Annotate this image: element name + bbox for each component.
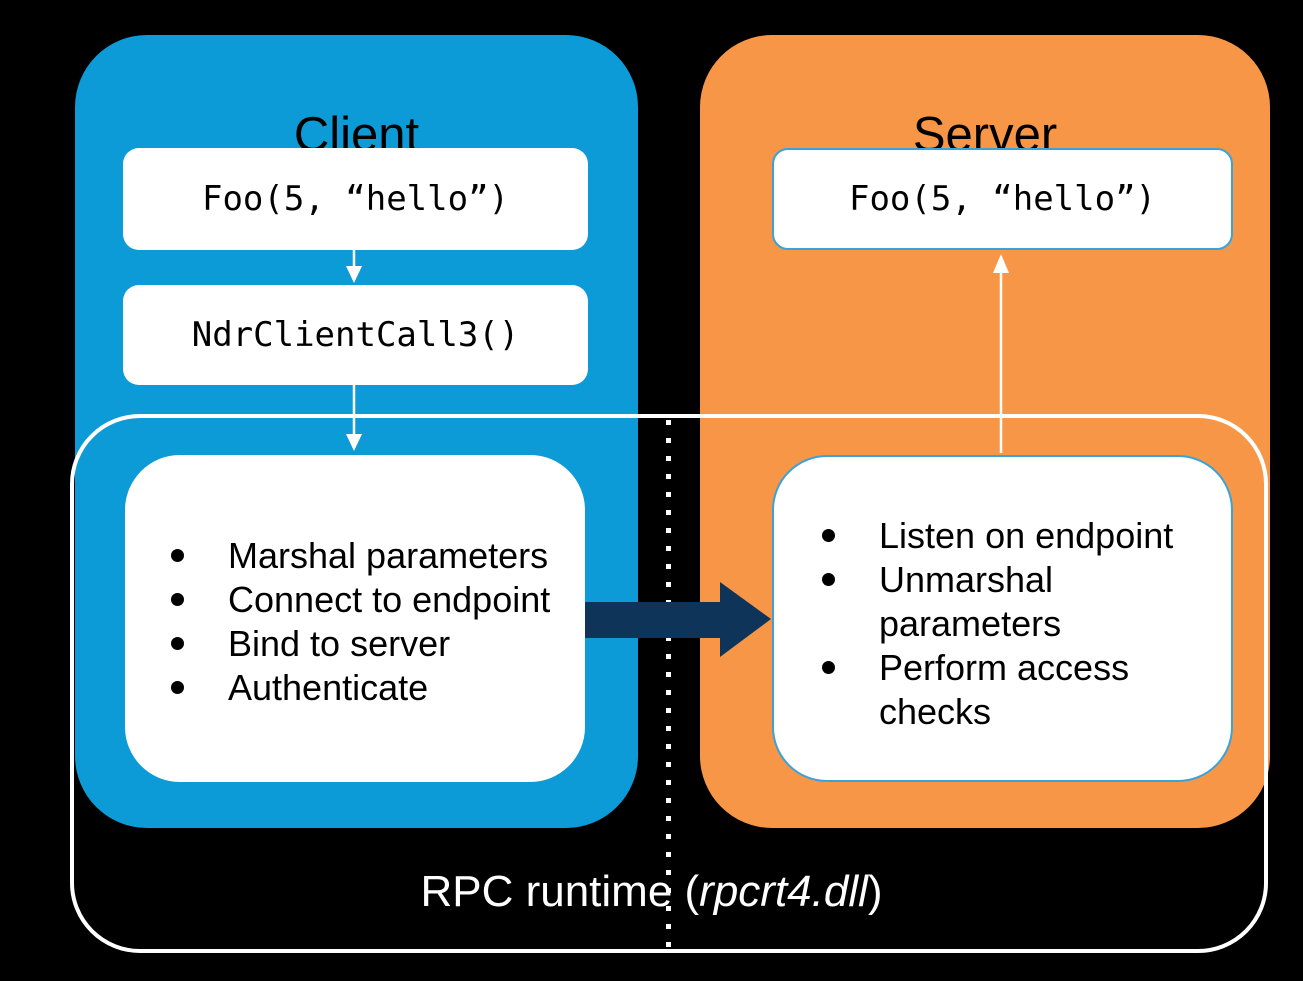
bullet-icon: [822, 661, 835, 674]
bullet-icon: [171, 549, 184, 562]
step-label: Marshal parameters: [228, 535, 549, 576]
step-label: Authenticate: [228, 667, 429, 708]
rpc-runtime-label-suffix: ): [867, 867, 883, 916]
rpc-runtime-label: RPC runtime (rpcrt4.dll): [0, 866, 1303, 919]
list-item: Perform access checks: [822, 646, 1231, 734]
client-stub-code: NdrClientCall3(): [191, 315, 520, 355]
client-stub-box: NdrClientCall3(): [123, 285, 588, 385]
client-call-code: Foo(5, “hello”): [201, 179, 510, 219]
list-item: Unmarshal parameters: [822, 558, 1231, 646]
bullet-icon: [171, 681, 184, 694]
list-item: Listen on endpoint: [822, 514, 1231, 558]
rpc-runtime-boundary: [70, 414, 1268, 953]
step-label: Unmarshal parameters: [879, 559, 1062, 644]
list-item: Authenticate: [171, 666, 585, 710]
rpc-runtime-label-prefix: RPC runtime (: [420, 867, 700, 916]
server-call-code: Foo(5, “hello”): [848, 179, 1157, 219]
list-item: Marshal parameters: [171, 534, 585, 578]
bullet-icon: [171, 593, 184, 606]
client-runtime-steps-box: Marshal parameters Connect to endpoint B…: [125, 455, 585, 782]
bullet-icon: [171, 637, 184, 650]
bullet-icon: [822, 573, 835, 586]
list-item: Connect to endpoint: [171, 578, 585, 622]
step-label: Perform access checks: [879, 647, 1130, 732]
step-label: Connect to endpoint: [228, 579, 551, 620]
server-runtime-steps-box: Listen on endpoint Unmarshal parameters …: [772, 455, 1233, 782]
rpc-runtime-module-name: rpcrt4.dll: [699, 867, 868, 916]
list-item: Bind to server: [171, 622, 585, 666]
client-server-divider-dotted-line: [666, 420, 671, 950]
step-label: Bind to server: [228, 623, 451, 664]
bullet-icon: [822, 529, 835, 542]
step-label: Listen on endpoint: [879, 515, 1174, 556]
server-call-box: Foo(5, “hello”): [772, 148, 1233, 250]
client-call-box: Foo(5, “hello”): [123, 148, 588, 250]
